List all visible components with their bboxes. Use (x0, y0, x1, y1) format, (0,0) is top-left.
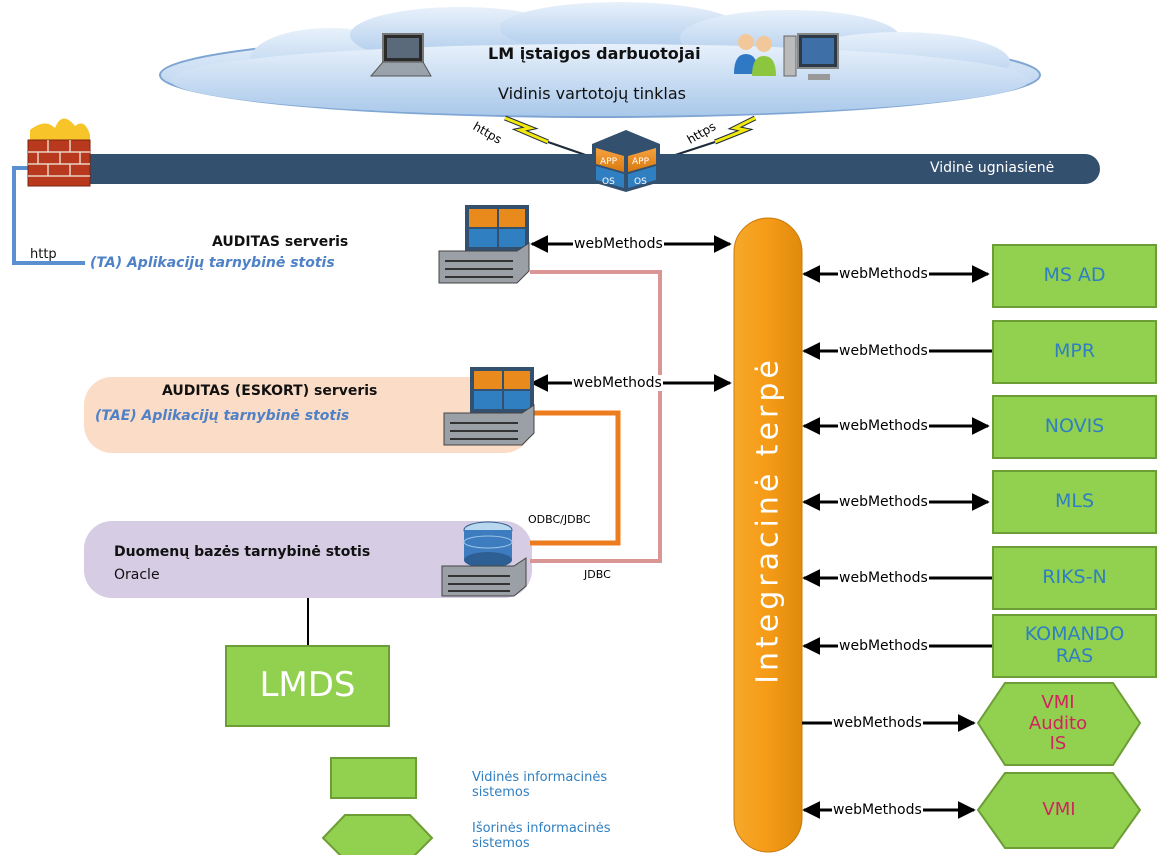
integration-bus-label: Integracinė terpė (750, 356, 786, 684)
system-box-komandoras: KOMANDO RAS (992, 614, 1157, 678)
webmethods-label-novis: webMethods (838, 418, 929, 434)
legend-internal-label: Vidinės informacinės sistemos (472, 770, 608, 800)
cloud-title: LM įstaigos darbuotojai (488, 44, 701, 63)
eskort-server-icon (442, 365, 537, 447)
webmethods-label-msad: webMethods (838, 266, 929, 282)
hexagon-vmi-audito (976, 682, 1142, 766)
db-title: Duomenų bazės tarnybinė stotis (114, 544, 371, 560)
firewall-icon (27, 118, 91, 187)
firewall-label: Vidinė ugniasienė (930, 160, 1055, 176)
eskort-subtitle: (TAE) Aplikacijų tarnybinė stotis (95, 408, 350, 424)
system-box-ms-ad: MS AD (992, 244, 1157, 308)
webmethods-label-eskort: webMethods (572, 375, 663, 391)
users-icon (730, 30, 780, 80)
svg-text:APP: APP (632, 157, 650, 167)
auditas-title: AUDITAS serveris (212, 234, 349, 250)
webmethods-label-riks: webMethods (838, 570, 929, 586)
webmethods-label-vmi-audito: webMethods (832, 715, 923, 731)
cloud-subtitle: Vidinis vartotojų tinklas (498, 84, 687, 103)
webmethods-label-vmi: webMethods (832, 802, 923, 818)
auditas-server-icon (437, 203, 532, 285)
system-box-mls: MLS (992, 470, 1157, 534)
webmethods-label-mls: webMethods (838, 494, 929, 510)
legend-internal-swatch (330, 757, 417, 799)
auditas-subtitle: (TA) Aplikacijų tarnybinė stotis (90, 255, 335, 271)
desktop-computer-icon (782, 30, 842, 86)
jdbc-label: JDBC (584, 568, 611, 581)
system-box-riks-n: RIKS-N (992, 546, 1157, 610)
eskort-title: AUDITAS (ESKORT) serveris (162, 383, 378, 399)
lmds-box: LMDS (225, 645, 390, 727)
webmethods-label-mpr: webMethods (838, 343, 929, 359)
webmethods-label-auditas: webMethods (573, 236, 664, 252)
svg-text:OS: OS (602, 177, 615, 187)
external-system-vmi: VMI (1042, 798, 1076, 820)
laptop-icon (365, 30, 435, 80)
external-system-vmi-audito: VMI Audito IS (1028, 691, 1088, 755)
system-box-novis: NOVIS (992, 395, 1157, 459)
svg-text:OS: OS (634, 177, 647, 187)
odbc-label: ODBC/JDBC (528, 513, 591, 526)
system-box-mpr: MPR (992, 320, 1157, 384)
virtual-app-box-icon: APP APP OS OS (590, 128, 662, 194)
http-label: http (30, 247, 57, 262)
svg-text:APP: APP (600, 157, 618, 167)
database-server-icon (440, 520, 530, 598)
webmethods-label-komando: webMethods (838, 638, 929, 654)
db-subtitle: Oracle (114, 567, 160, 583)
hexagon-vmi (976, 772, 1142, 849)
legend-external-label: Išorinės informacinės sistemos (472, 821, 611, 851)
